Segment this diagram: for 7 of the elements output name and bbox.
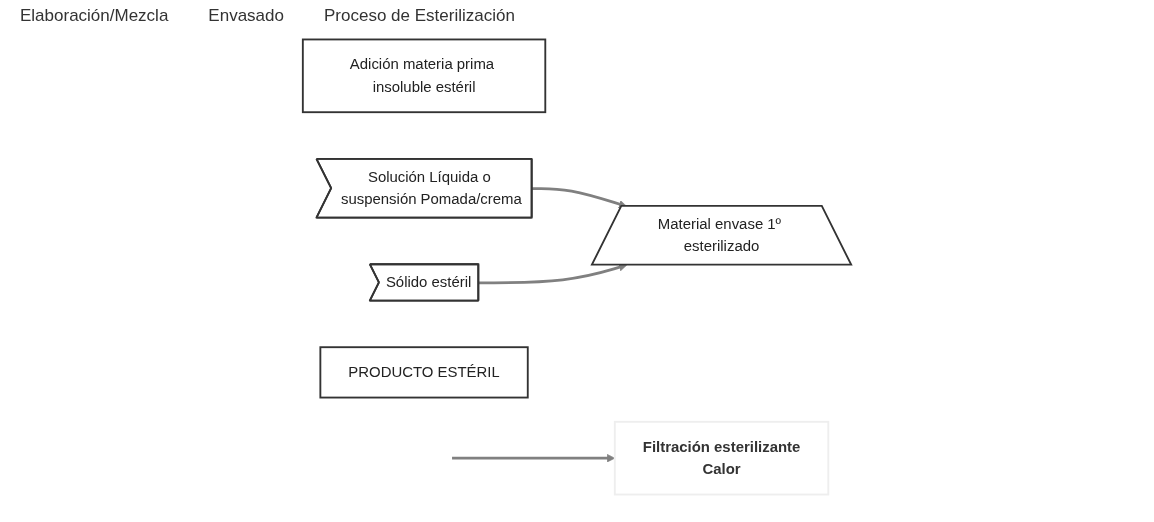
- node-box: PRODUCTO ESTÉRIL: [319, 346, 529, 399]
- column-heading: Proceso de Esterilización: [324, 6, 515, 26]
- column-heading: Elaboración/Mezcla: [20, 6, 169, 26]
- column-heading: Envasado: [208, 6, 284, 26]
- node-box: Filtración esterilizante Calor: [613, 420, 830, 496]
- node-box: Adición materia prima insoluble estéril: [301, 38, 547, 114]
- arrow: [532, 187, 627, 209]
